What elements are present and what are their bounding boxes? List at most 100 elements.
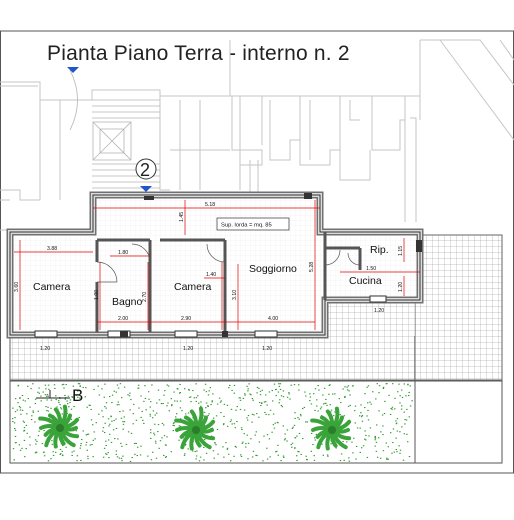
grass-dot [313,455,315,457]
grass-dot [184,444,186,446]
grass-dot [103,396,105,398]
grass-dot [242,441,244,443]
grass-dot [262,460,264,462]
grass-dot [207,394,210,396]
grass-dot [139,454,142,456]
grass-dot [296,455,298,457]
grass-dot [398,445,400,447]
grass-dot [374,436,376,438]
grass-dot [46,410,48,412]
dim-top-total: 5.18 [205,202,215,208]
room-soggiorno: Soggiorno [249,263,297,275]
grass-dot [299,413,302,415]
grass-dot [203,389,205,391]
grass-dot [61,450,63,452]
grass-dot [161,437,163,439]
grass-dot [288,393,290,395]
grass-dot [272,424,275,426]
grass-dot [77,390,79,392]
grass-dot [340,402,342,404]
grass-dot [32,410,34,412]
grass-dot [40,395,42,397]
grass-dot [61,413,63,415]
grass-dot [166,405,168,407]
grass-dot [294,447,296,449]
grass-dot [364,430,366,432]
grass-dot [77,396,79,398]
grass-dot [122,455,124,457]
grass-dot [45,406,47,408]
grass-dot [141,410,143,412]
grass-dot [205,407,207,409]
grass-dot [243,433,245,435]
grass-dot [157,389,160,391]
grass-dot [143,422,145,424]
grass-dot [23,439,26,441]
grass-dot [344,395,346,397]
dimension-lines [14,200,420,330]
grass-dot [106,453,108,455]
grass-dot [282,396,285,398]
grass-dot [334,411,336,413]
grass-dot [303,406,306,408]
grass-dot [349,404,351,406]
grass-dot [72,385,74,387]
grass-dot [259,390,262,392]
grass-dot [42,451,45,453]
grass-dot [17,402,19,404]
grass-dot [111,420,113,422]
grass-dot [118,457,121,459]
grass-dot [129,392,131,394]
grass-dot [127,431,130,433]
grass-dot [108,425,110,427]
grass-dot [395,449,397,451]
grass-dot [204,439,206,441]
grass-dot [200,405,202,407]
grass-dot [138,407,140,409]
grass-dot [266,458,269,460]
grass-dot [149,406,151,408]
grass-dot [268,414,270,416]
grass-dot [374,435,376,437]
dim-window-3: 1.20 [262,346,272,352]
grass-dot [266,404,268,406]
room-camera-1: Camera [33,281,71,293]
grass-dot [402,459,405,461]
grass-dot [79,397,81,399]
grass-dot [220,412,222,414]
grass-dot [136,455,138,457]
grass-dot [399,431,401,433]
grass-dot [92,439,94,441]
grass-dot [311,432,313,434]
grass-dot [179,418,182,420]
grass-dot [122,410,124,412]
grass-dot [317,385,319,387]
grass-dot [403,433,405,435]
grass-dot [231,423,233,425]
grass-dot [113,390,115,392]
grass-dot [396,451,398,453]
grass-dot [105,440,107,442]
dim-rip-width: 1.50 [366,266,376,272]
dim-bagno-width: 1.80 [118,250,128,256]
grass-dot [211,401,213,403]
grass-dot [376,456,379,458]
grass-dot [71,396,74,398]
grass-dot [271,431,273,433]
grass-dot [323,387,326,389]
grass-dot [225,442,227,444]
grass-dot [158,399,161,401]
grass-dot [408,395,410,397]
grass-dot [48,388,50,390]
grass-dot [109,433,111,435]
grass-dot [185,443,187,445]
grass-dot [256,386,259,388]
grass-dot [261,389,263,391]
grass-dot [408,416,410,418]
grass-dot [309,400,311,402]
grass-dot [269,409,272,411]
grass-dot [321,443,323,445]
grass-dot [61,384,64,386]
grass-dot [94,438,96,440]
grass-dot [205,452,208,454]
